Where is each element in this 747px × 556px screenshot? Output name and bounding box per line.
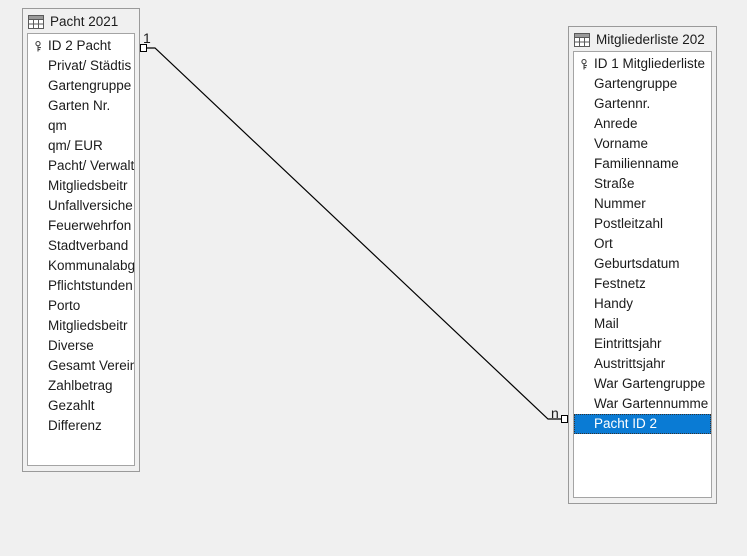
- field-row[interactable]: Porto: [28, 296, 134, 316]
- table-titlebar-pacht[interactable]: Pacht 2021: [23, 9, 139, 33]
- field-name: Mitgliedsbeitr: [48, 178, 128, 193]
- field-row[interactable]: Stadtverband: [28, 236, 134, 256]
- field-name: Straße: [594, 176, 635, 191]
- field-name: Gartengruppe: [594, 76, 678, 91]
- field-name: Eintrittsjahr: [594, 336, 662, 351]
- field-row[interactable]: Familienname: [574, 154, 711, 174]
- field-row[interactable]: Mail: [574, 314, 711, 334]
- field-row[interactable]: Kommunalabg: [28, 256, 134, 276]
- table-title-pacht: Pacht 2021: [50, 14, 119, 29]
- field-name: Handy: [594, 296, 634, 311]
- field-name: Gartengruppe: [48, 78, 132, 93]
- field-name: Nummer: [594, 196, 646, 211]
- field-name: Diverse: [48, 338, 94, 353]
- relation-endpoint-right: [561, 415, 568, 423]
- field-name: Mitgliedsbeitr: [48, 318, 128, 333]
- field-row[interactable]: Geburtsdatum: [574, 254, 711, 274]
- field-name: Mail: [594, 316, 619, 331]
- primary-key-icon: [577, 58, 592, 70]
- field-name: Pflichtstunden: [48, 278, 133, 293]
- relation-cardinality-one: 1: [143, 30, 151, 46]
- field-row[interactable]: ID 2 Pacht: [28, 36, 134, 56]
- field-name: War Gartengruppe: [594, 376, 706, 391]
- primary-key-icon: [31, 40, 46, 52]
- field-row-selected[interactable]: Pacht ID 2: [574, 414, 711, 434]
- field-row[interactable]: Unfallversiche: [28, 196, 134, 216]
- field-row[interactable]: Differenz: [28, 416, 134, 436]
- field-name: Gezahlt: [48, 398, 95, 413]
- field-row[interactable]: Handy: [574, 294, 711, 314]
- field-row[interactable]: Mitgliedsbeitr: [28, 176, 134, 196]
- table-title-mitglieder: Mitgliederliste 202: [596, 32, 705, 47]
- field-name: Gartennr.: [594, 96, 651, 111]
- field-name: Porto: [48, 298, 81, 313]
- field-name: Privat/ Städtis: [48, 58, 132, 73]
- field-row[interactable]: Straße: [574, 174, 711, 194]
- field-row[interactable]: Austrittsjahr: [574, 354, 711, 374]
- field-name: Austrittsjahr: [594, 356, 666, 371]
- table-icon: [28, 15, 44, 29]
- field-name: Unfallversiche: [48, 198, 133, 213]
- field-row[interactable]: Ort: [574, 234, 711, 254]
- field-name: Ort: [594, 236, 613, 251]
- field-row[interactable]: Gartennr.: [574, 94, 711, 114]
- field-name: ID 1 Mitgliederliste: [594, 56, 706, 71]
- field-name: ID 2 Pacht: [48, 38, 112, 53]
- field-row[interactable]: Pacht/ Verwalt: [28, 156, 134, 176]
- field-row[interactable]: Anrede: [574, 114, 711, 134]
- field-name: Pacht ID 2: [594, 416, 658, 431]
- field-row[interactable]: Diverse: [28, 336, 134, 356]
- field-row[interactable]: qm/ EUR: [28, 136, 134, 156]
- field-row[interactable]: Festnetz: [574, 274, 711, 294]
- field-name: Kommunalabg: [48, 258, 134, 273]
- field-row[interactable]: Privat/ Städtis: [28, 56, 134, 76]
- field-row[interactable]: Pflichtstunden: [28, 276, 134, 296]
- field-name: qm/ EUR: [48, 138, 103, 153]
- table-titlebar-mitglieder[interactable]: Mitgliederliste 202: [569, 27, 716, 51]
- field-name: Garten Nr.: [48, 98, 111, 113]
- field-name: Familienname: [594, 156, 679, 171]
- field-row[interactable]: Eintrittsjahr: [574, 334, 711, 354]
- field-name: Pacht/ Verwalt: [48, 158, 134, 173]
- field-row[interactable]: Mitgliedsbeitr: [28, 316, 134, 336]
- field-row[interactable]: War Gartennumme: [574, 394, 711, 414]
- field-name: War Gartennumme: [594, 396, 709, 411]
- field-name: Vorname: [594, 136, 649, 151]
- relation-cardinality-many: n: [551, 405, 559, 421]
- field-row[interactable]: Postleitzahl: [574, 214, 711, 234]
- field-row[interactable]: Gartengruppe: [574, 74, 711, 94]
- field-name: Postleitzahl: [594, 216, 664, 231]
- field-row[interactable]: Garten Nr.: [28, 96, 134, 116]
- field-name: Festnetz: [594, 276, 646, 291]
- table-icon: [574, 33, 590, 47]
- field-name: Stadtverband: [48, 238, 129, 253]
- field-name: Anrede: [594, 116, 638, 131]
- field-row[interactable]: Gesamt Verein: [28, 356, 134, 376]
- field-name: Zahlbetrag: [48, 378, 113, 393]
- field-row[interactable]: Nummer: [574, 194, 711, 214]
- field-row[interactable]: ID 1 Mitgliederliste: [574, 54, 711, 74]
- field-name: Feuerwehrfon: [48, 218, 132, 233]
- field-name: Gesamt Verein: [48, 358, 134, 373]
- field-row[interactable]: Zahlbetrag: [28, 376, 134, 396]
- table-window-mitglieder[interactable]: Mitgliederliste 202 ID 1 Mitgliederliste…: [568, 26, 717, 504]
- field-row[interactable]: War Gartengruppe: [574, 374, 711, 394]
- field-row[interactable]: Feuerwehrfon: [28, 216, 134, 236]
- field-row[interactable]: Gartengruppe: [28, 76, 134, 96]
- field-name: Geburtsdatum: [594, 256, 680, 271]
- field-row[interactable]: Gezahlt: [28, 396, 134, 416]
- field-row[interactable]: Vorname: [574, 134, 711, 154]
- field-name: qm: [48, 118, 67, 133]
- relation-path: [146, 47, 561, 420]
- field-name: Differenz: [48, 418, 102, 433]
- field-row[interactable]: qm: [28, 116, 134, 136]
